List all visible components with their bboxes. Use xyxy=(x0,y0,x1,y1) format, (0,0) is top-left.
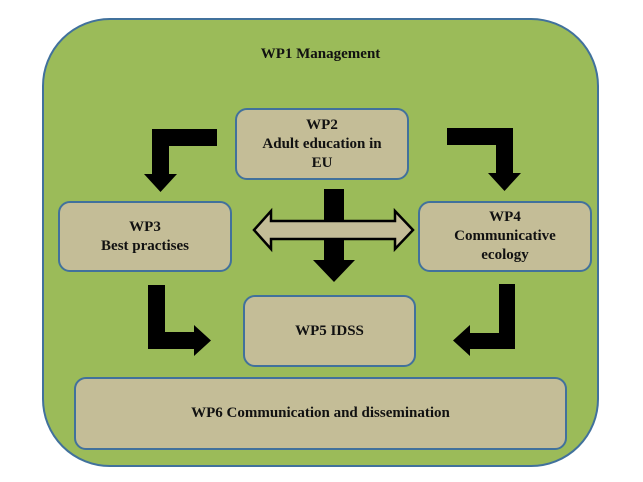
node-wp5-line-1: WP5 IDSS xyxy=(295,322,364,339)
node-wp2-line-2: Adult education in xyxy=(262,135,382,152)
double-arrow-wp3-wp4 xyxy=(252,207,415,253)
node-wp2-line-1: WP2 xyxy=(306,116,338,133)
node-wp4: WP4 Communicative ecology xyxy=(418,201,592,272)
node-wp2: WP2 Adult education in EU xyxy=(235,108,409,180)
node-wp4-line-1: WP4 xyxy=(489,209,521,225)
arrow-wp4-to-wp5 xyxy=(453,284,515,356)
node-wp4-line-3: ecology xyxy=(481,247,529,263)
node-wp4-line-2: Communicative xyxy=(454,228,556,244)
arrow-wp3-to-wp5 xyxy=(148,285,211,356)
node-wp6: WP6 Communication and dissemination xyxy=(74,377,567,450)
node-wp6-line-1: WP6 Communication and dissemination xyxy=(191,405,450,421)
node-wp5: WP5 IDSS xyxy=(243,295,416,367)
node-wp2-line-3: EU xyxy=(311,154,333,171)
arrow-wp2-to-wp4 xyxy=(447,128,521,191)
wp1-management-label: WP1 Management xyxy=(260,46,381,62)
node-wp3-line-1: WP3 xyxy=(129,218,161,235)
node-wp3-line-2: Best practises xyxy=(101,237,189,254)
node-wp3: WP3 Best practises xyxy=(58,201,232,272)
arrow-wp2-to-wp3 xyxy=(144,129,217,192)
